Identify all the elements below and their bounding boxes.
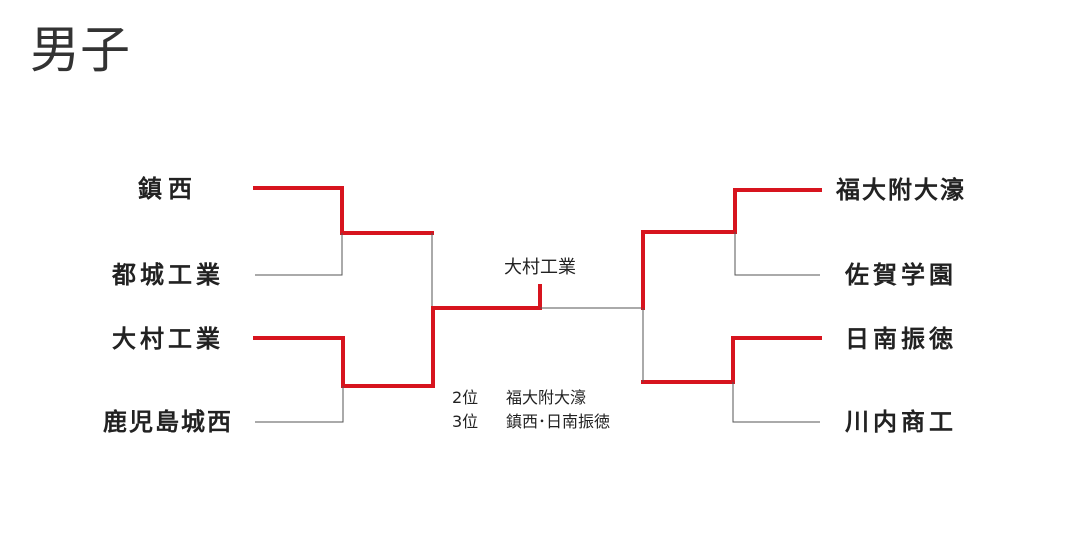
- champion-label: 大村工業: [504, 257, 576, 278]
- result-rank-3: 3位: [452, 412, 478, 431]
- result-team-2: 福大附大濠: [506, 388, 586, 407]
- team-left-3: 大村工業: [112, 325, 224, 353]
- line-right-4-loser: [732, 382, 820, 423]
- line-left-4-loser: [255, 386, 344, 423]
- line-right-2-loser: [734, 232, 820, 276]
- line-left-2-loser: [255, 233, 343, 276]
- team-right-4: 川内商工: [845, 408, 957, 436]
- team-left-1: 鎮西: [138, 175, 198, 203]
- team-right-3: 日南振徳: [845, 325, 957, 353]
- result-rank-2: 2位: [452, 388, 478, 407]
- page-title: 男子: [30, 21, 130, 79]
- line-left-semi-winner: [431, 284, 542, 388]
- team-left-2: 都城工業: [111, 261, 224, 289]
- line-right-1-winner: [641, 188, 822, 234]
- team-right-1: 福大附大濠: [835, 176, 966, 204]
- result-team-3: 鎮西･日南振徳: [506, 412, 610, 431]
- line-right-3-winner: [641, 336, 822, 384]
- line-left-3-winner: [253, 336, 435, 388]
- line-left-1-winner: [253, 186, 434, 235]
- team-left-4: 鹿児島城西: [103, 408, 233, 436]
- team-right-2: 佐賀学園: [844, 261, 957, 289]
